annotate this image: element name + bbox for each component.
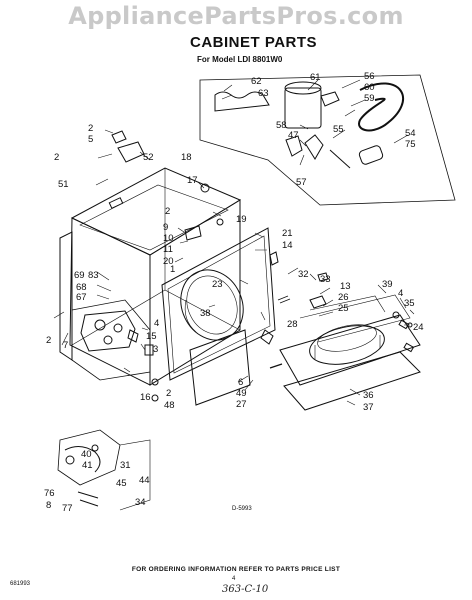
callout-37: 37 <box>363 402 374 413</box>
callout-61: 61 <box>310 72 321 83</box>
callout-1: 1 <box>170 264 175 275</box>
door-opening <box>180 269 244 341</box>
callout-31: 31 <box>120 460 131 471</box>
callout-67: 67 <box>76 292 87 303</box>
callout-35: 35 <box>404 298 415 309</box>
callout-56: 56 <box>364 71 375 82</box>
callout-21: 21 <box>282 228 293 239</box>
gas-valve-harness <box>57 429 121 486</box>
callout-8: 8 <box>46 500 51 511</box>
callout-20: 20 <box>163 256 174 267</box>
callout-69: 69 <box>74 270 85 281</box>
page-code: 681993 <box>10 581 31 587</box>
ordering-info-footer: FOR ORDERING INFORMATION REFER TO PARTS … <box>131 566 341 573</box>
callout-14: 14 <box>282 240 293 251</box>
callout-60: 60 <box>364 82 375 93</box>
callout-17: 17 <box>187 175 198 186</box>
part-callout-labels: 62 63 61 56 60 59 58 55 54 75 47 57 2 5 … <box>44 71 424 514</box>
callout-10: 10 <box>163 233 174 244</box>
handwritten-note: 363-C-10 <box>222 584 269 595</box>
callout-76: 76 <box>44 488 55 499</box>
drawing-code: D-5993 <box>232 506 252 512</box>
callout-2e: 2 <box>166 388 171 399</box>
motor-assembly-border <box>199 74 456 206</box>
model-line: For Model LDI 8801W0 <box>197 55 283 64</box>
callout-45: 45 <box>116 478 127 489</box>
callout-7: 7 <box>63 340 68 351</box>
cabinet-top <box>70 167 242 256</box>
callout-39: 39 <box>382 279 393 290</box>
callout-26: 26 <box>338 292 349 303</box>
callout-40: 40 <box>81 449 92 460</box>
callout-2b: 2 <box>54 152 59 163</box>
callout-47: 47 <box>288 130 299 141</box>
door-inner-panel <box>283 351 421 411</box>
callout-27: 27 <box>236 399 247 410</box>
callout-36: 36 <box>363 390 374 401</box>
watermark: AppliancePartsPros.com <box>68 2 404 30</box>
callout-33: 33 <box>320 274 331 285</box>
callout-13: 13 <box>340 281 351 292</box>
callout-34: 34 <box>135 497 146 508</box>
callout-11: 11 <box>163 244 173 255</box>
callout-23: 23 <box>212 279 223 290</box>
callout-15: 15 <box>146 331 157 342</box>
motor <box>284 87 322 129</box>
callout-2c: 2 <box>165 206 170 217</box>
callout-75: 75 <box>405 139 416 150</box>
callout-63: 63 <box>258 88 269 99</box>
front-panel <box>161 227 276 381</box>
callout-48: 48 <box>164 400 175 411</box>
callout-52: 52 <box>143 152 154 163</box>
callout-4b: 4 <box>154 318 159 329</box>
callout-62: 62 <box>251 76 262 87</box>
callout-24: 24 <box>413 322 424 333</box>
callout-25: 25 <box>338 303 349 314</box>
page-number: 4 <box>232 576 236 582</box>
callout-18: 18 <box>181 152 192 163</box>
callout-2d: 2 <box>46 335 51 346</box>
callout-28: 28 <box>287 319 298 330</box>
callout-83: 83 <box>88 270 99 281</box>
callout-19: 19 <box>236 214 247 225</box>
callout-6: 6 <box>238 377 243 388</box>
callout-49: 49 <box>236 388 247 399</box>
door-frame <box>279 314 421 386</box>
burner-assembly <box>80 310 136 352</box>
callout-16: 16 <box>140 392 151 403</box>
callout-58: 58 <box>276 120 287 131</box>
callout-5: 5 <box>88 134 93 145</box>
callout-38: 38 <box>200 308 211 319</box>
belt <box>358 82 404 132</box>
callout-44: 44 <box>139 475 150 486</box>
callout-4a: 4 <box>398 288 403 299</box>
callout-32: 32 <box>298 269 309 280</box>
callout-41: 41 <box>82 460 93 471</box>
callout-54: 54 <box>405 128 416 139</box>
callout-59: 59 <box>364 93 375 104</box>
callout-55: 55 <box>333 124 344 135</box>
toe-panel <box>189 329 251 406</box>
callout-68: 68 <box>76 282 87 293</box>
callout-3: 3 <box>153 344 158 355</box>
callout-2a: 2 <box>88 123 93 134</box>
callout-77: 77 <box>62 503 73 514</box>
callout-9: 9 <box>163 222 168 233</box>
door-window <box>309 325 385 365</box>
callout-57: 57 <box>296 177 307 188</box>
page-title: CABINET PARTS <box>190 34 318 51</box>
callout-51: 51 <box>58 179 69 190</box>
